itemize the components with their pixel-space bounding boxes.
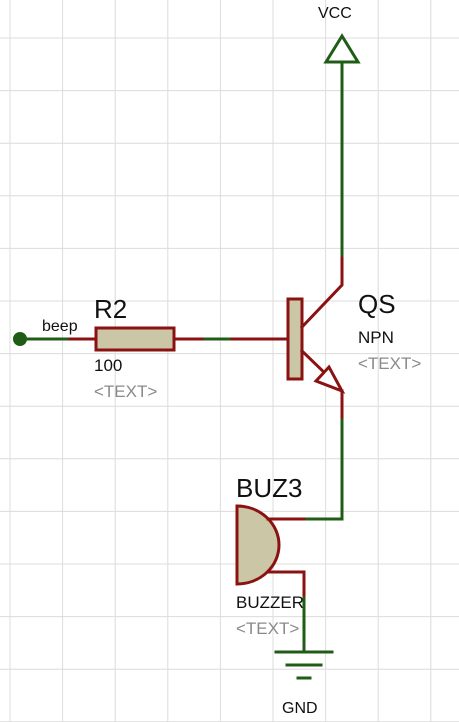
transistor-base-bar bbox=[286, 297, 304, 381]
resistor-ref-label: R2 bbox=[94, 294, 127, 324]
gnd-label: GND bbox=[282, 700, 318, 717]
buzzer-buz3[interactable]: BUZ3 BUZZER <TEXT> bbox=[235, 473, 306, 638]
vcc-label: VCC bbox=[318, 5, 352, 22]
resistor-value-label: 100 bbox=[94, 356, 122, 375]
transistor-collector-pin bbox=[299, 256, 344, 330]
gnd-terminal[interactable]: GND bbox=[274, 596, 334, 717]
beep-input[interactable]: beep bbox=[13, 318, 78, 346]
vcc-terminal[interactable]: VCC bbox=[318, 5, 361, 260]
transistor-text-placeholder: <TEXT> bbox=[358, 354, 421, 373]
resistor-body bbox=[94, 326, 176, 352]
buzzer-body-icon bbox=[235, 504, 281, 586]
transistor-type-label: NPN bbox=[358, 328, 394, 347]
emitter-arrow-icon bbox=[313, 364, 346, 394]
buzzer-pin-bottom bbox=[266, 570, 306, 600]
transistor-qs[interactable]: QS NPN <TEXT> bbox=[230, 256, 421, 422]
beep-net-label: beep bbox=[42, 318, 78, 335]
emitter-to-buzzer-wire bbox=[302, 418, 344, 521]
ground-symbol-icon bbox=[274, 650, 334, 680]
resistor-text-placeholder: <TEXT> bbox=[94, 382, 157, 401]
buzzer-text-placeholder: <TEXT> bbox=[236, 619, 299, 638]
transistor-ref-label: QS bbox=[358, 289, 396, 319]
buzzer-value-label: BUZZER bbox=[236, 593, 304, 612]
vcc-arrow-icon bbox=[323, 33, 361, 64]
buzzer-ref-label: BUZ3 bbox=[236, 473, 302, 503]
resistor-r2[interactable]: R2 100 <TEXT> bbox=[68, 294, 207, 401]
